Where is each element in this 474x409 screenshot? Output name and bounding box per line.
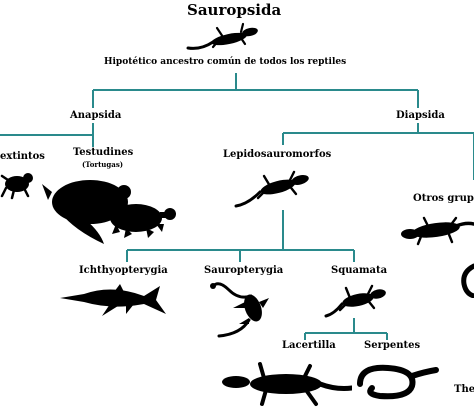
ichthyosaur-silhouette-icon (60, 284, 166, 316)
label-sauropterygia: Sauropterygia (204, 265, 284, 276)
label-serpentes: Serpentes (364, 340, 421, 351)
reptile-silhouette-icon (401, 216, 474, 246)
label-lepidosauromorfos: Lepidosauromorfos (223, 149, 332, 160)
lizard-silhouette-icon (186, 22, 258, 50)
root-subtitle: Hipotético ancestro común de todos los r… (104, 57, 347, 67)
label-anapsida: Anapsida (70, 110, 122, 121)
label-extintos: extintos (0, 151, 45, 162)
edge-root-to-groups (92, 73, 419, 108)
lizard-silhouette-icon (234, 170, 309, 208)
edge-squamata-children (304, 318, 388, 340)
label-testudines: Testudines (73, 147, 134, 158)
clipped-label: The (454, 384, 474, 395)
label-lacertilla: Lacertilla (282, 340, 336, 351)
lizard-silhouette-icon (222, 362, 352, 406)
label-diapsida: Diapsida (396, 110, 445, 121)
edge-anapsida-children (0, 123, 94, 147)
small-reptile-silhouette-icon (0, 173, 33, 200)
partial-silhouette-icon (461, 263, 474, 298)
snake-silhouette-icon (357, 364, 439, 400)
plesiosaur-silhouette-icon (210, 282, 269, 338)
label-otros-grupos: Otros grupos (413, 193, 474, 204)
edge-lepido-children (126, 210, 355, 262)
turtles-silhouette-icon (42, 180, 176, 244)
label-squamata: Squamata (331, 265, 388, 276)
edge-diapsida-children (282, 123, 474, 180)
root-title: Sauropsida (187, 1, 282, 19)
label-ichthyopterygia: Ichthyopterygia (79, 265, 168, 276)
lizard-silhouette-icon (324, 284, 386, 318)
label-tortugas: (Tortugas) (82, 160, 124, 169)
